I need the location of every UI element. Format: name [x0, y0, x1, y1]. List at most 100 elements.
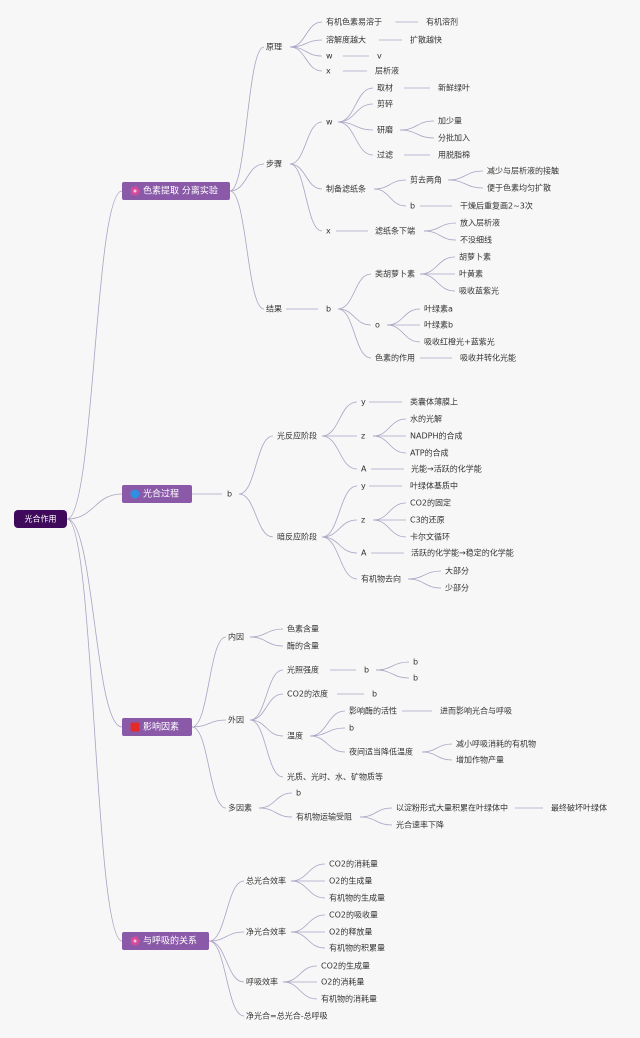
- connector-line: [191, 719, 227, 728]
- process-b: b: [227, 490, 232, 499]
- dark-z-b: C3的还原: [410, 515, 445, 525]
- connector-line: [249, 628, 284, 638]
- principle-i2: 溶解度越大: [326, 35, 366, 45]
- steps-bottom-a: 放入层析液: [460, 218, 500, 228]
- connector-line: [249, 669, 284, 721]
- branch-factors[interactable]: [122, 718, 192, 736]
- connector-line: [229, 190, 265, 310]
- connector-line: [66, 518, 123, 942]
- connector-line: [321, 485, 358, 538]
- connector-line: [191, 726, 227, 809]
- connector-line: [337, 273, 372, 310]
- connector-line: [321, 536, 358, 554]
- connector-line: [249, 719, 284, 737]
- resp-node: 呼吸效率: [246, 977, 278, 987]
- connector-line: [372, 418, 407, 437]
- steps-node: 步骤: [266, 160, 282, 169]
- branch-pigment-label: 色素提取 分离实验: [143, 185, 218, 197]
- steps-b: b: [410, 202, 415, 211]
- blue-dot-icon: [130, 489, 140, 499]
- multi-starch-v: 最终破坏叶绿体: [551, 803, 607, 813]
- net-c: 有机物的积累量: [329, 943, 385, 953]
- connector-line: [249, 636, 284, 647]
- connector-line: [290, 914, 326, 933]
- steps-cut-corner: 剪去两角: [410, 175, 442, 185]
- gross-node: 总光合效率: [246, 876, 286, 886]
- gross-a: CO2的消耗量: [329, 859, 378, 869]
- light-z-a: 水的光解: [410, 414, 442, 424]
- connector-line: [321, 536, 358, 580]
- connector-line: [289, 46, 323, 57]
- gross-c: 有机物的生成量: [329, 893, 385, 903]
- ext-night: 夜间适当降低温度: [349, 747, 413, 757]
- connector-line: [419, 273, 456, 292]
- steps-grind-b: 分批加入: [438, 133, 470, 143]
- ext-co2: CO2的浓度: [287, 689, 328, 699]
- connector-line: [289, 46, 323, 72]
- connector-line: [421, 751, 453, 761]
- steps-w: w: [326, 118, 333, 127]
- connector-line: [289, 163, 323, 232]
- connector-line: [337, 87, 374, 123]
- connector-line: [373, 179, 407, 190]
- connector-line: [375, 661, 410, 671]
- multi-starch: 以淀粉形式大量积累在叶绿体中: [396, 803, 508, 813]
- ext-co2-b: b: [372, 690, 377, 699]
- connector-line: [373, 188, 407, 207]
- connector-line: [289, 39, 323, 48]
- dark-y: y: [361, 482, 366, 491]
- principle-i1v: 有机溶剂: [426, 17, 458, 27]
- light-y: y: [361, 398, 366, 407]
- internal-b: 酶的含量: [287, 641, 319, 651]
- dark-org: 有机物去向: [361, 574, 401, 584]
- light-y-v: 类囊体薄膜上: [410, 397, 458, 407]
- connector-line: [375, 669, 410, 679]
- result-b: b: [326, 305, 331, 314]
- ext-other: 光质、光时、水、矿物质等: [287, 772, 383, 782]
- connector-line: [337, 308, 372, 326]
- connector-line: [321, 401, 358, 437]
- principle-i3: w: [326, 52, 333, 61]
- branch-respiration-label: 与呼吸的关系: [143, 935, 197, 947]
- ext-light-b2: b: [413, 674, 418, 683]
- result-chl-a: 叶绿素a: [424, 304, 453, 314]
- connector-line: [208, 940, 245, 1017]
- result-role-v: 吸收并转化光能: [460, 353, 516, 363]
- net-node: 净光合效率: [246, 927, 286, 937]
- connector-line: [423, 230, 457, 241]
- multi-transport: 有机物运输受阻: [296, 812, 352, 822]
- connector-line: [249, 693, 284, 721]
- connector-line: [359, 807, 393, 818]
- connector-line: [423, 222, 457, 232]
- root-node[interactable]: [14, 510, 67, 528]
- flower-icon: [130, 186, 140, 196]
- connector-line: [447, 179, 484, 189]
- principle-i3v: v: [377, 52, 382, 61]
- steps-bottom-b: 不没细线: [460, 235, 492, 245]
- light-a-v: 光能→活跃的化学能: [411, 464, 482, 474]
- ext-temp: 温度: [287, 731, 303, 741]
- branch-respiration[interactable]: [122, 932, 209, 950]
- branch-process[interactable]: [122, 485, 192, 503]
- branch-pigment[interactable]: [122, 182, 230, 200]
- light-z: z: [361, 432, 365, 441]
- connector-line: [66, 518, 123, 728]
- ext-night-a: 减小呼吸消耗的有机物: [456, 739, 536, 749]
- connector-line: [289, 163, 323, 190]
- connector-line: [289, 21, 323, 48]
- net-b: O2的释放量: [329, 927, 372, 937]
- steps-cut: 剪碎: [377, 99, 393, 109]
- connector-line: [321, 435, 358, 470]
- gross-b: O2的生成量: [329, 876, 372, 886]
- connector-line: [258, 807, 293, 818]
- steps-filter-v: 用脱脂棉: [438, 150, 470, 160]
- internal-a: 色素含量: [287, 624, 319, 634]
- dark-z-c: 卡尔文循环: [410, 532, 450, 542]
- resp-b: O2的消耗量: [321, 977, 364, 987]
- connector-line: [337, 308, 372, 359]
- dark-y-v: 叶绿体基质中: [410, 481, 458, 491]
- steps-b-v: 干燥后重复画2~3次: [460, 201, 533, 211]
- connector-line: [282, 981, 318, 1000]
- connector-line: [290, 880, 326, 899]
